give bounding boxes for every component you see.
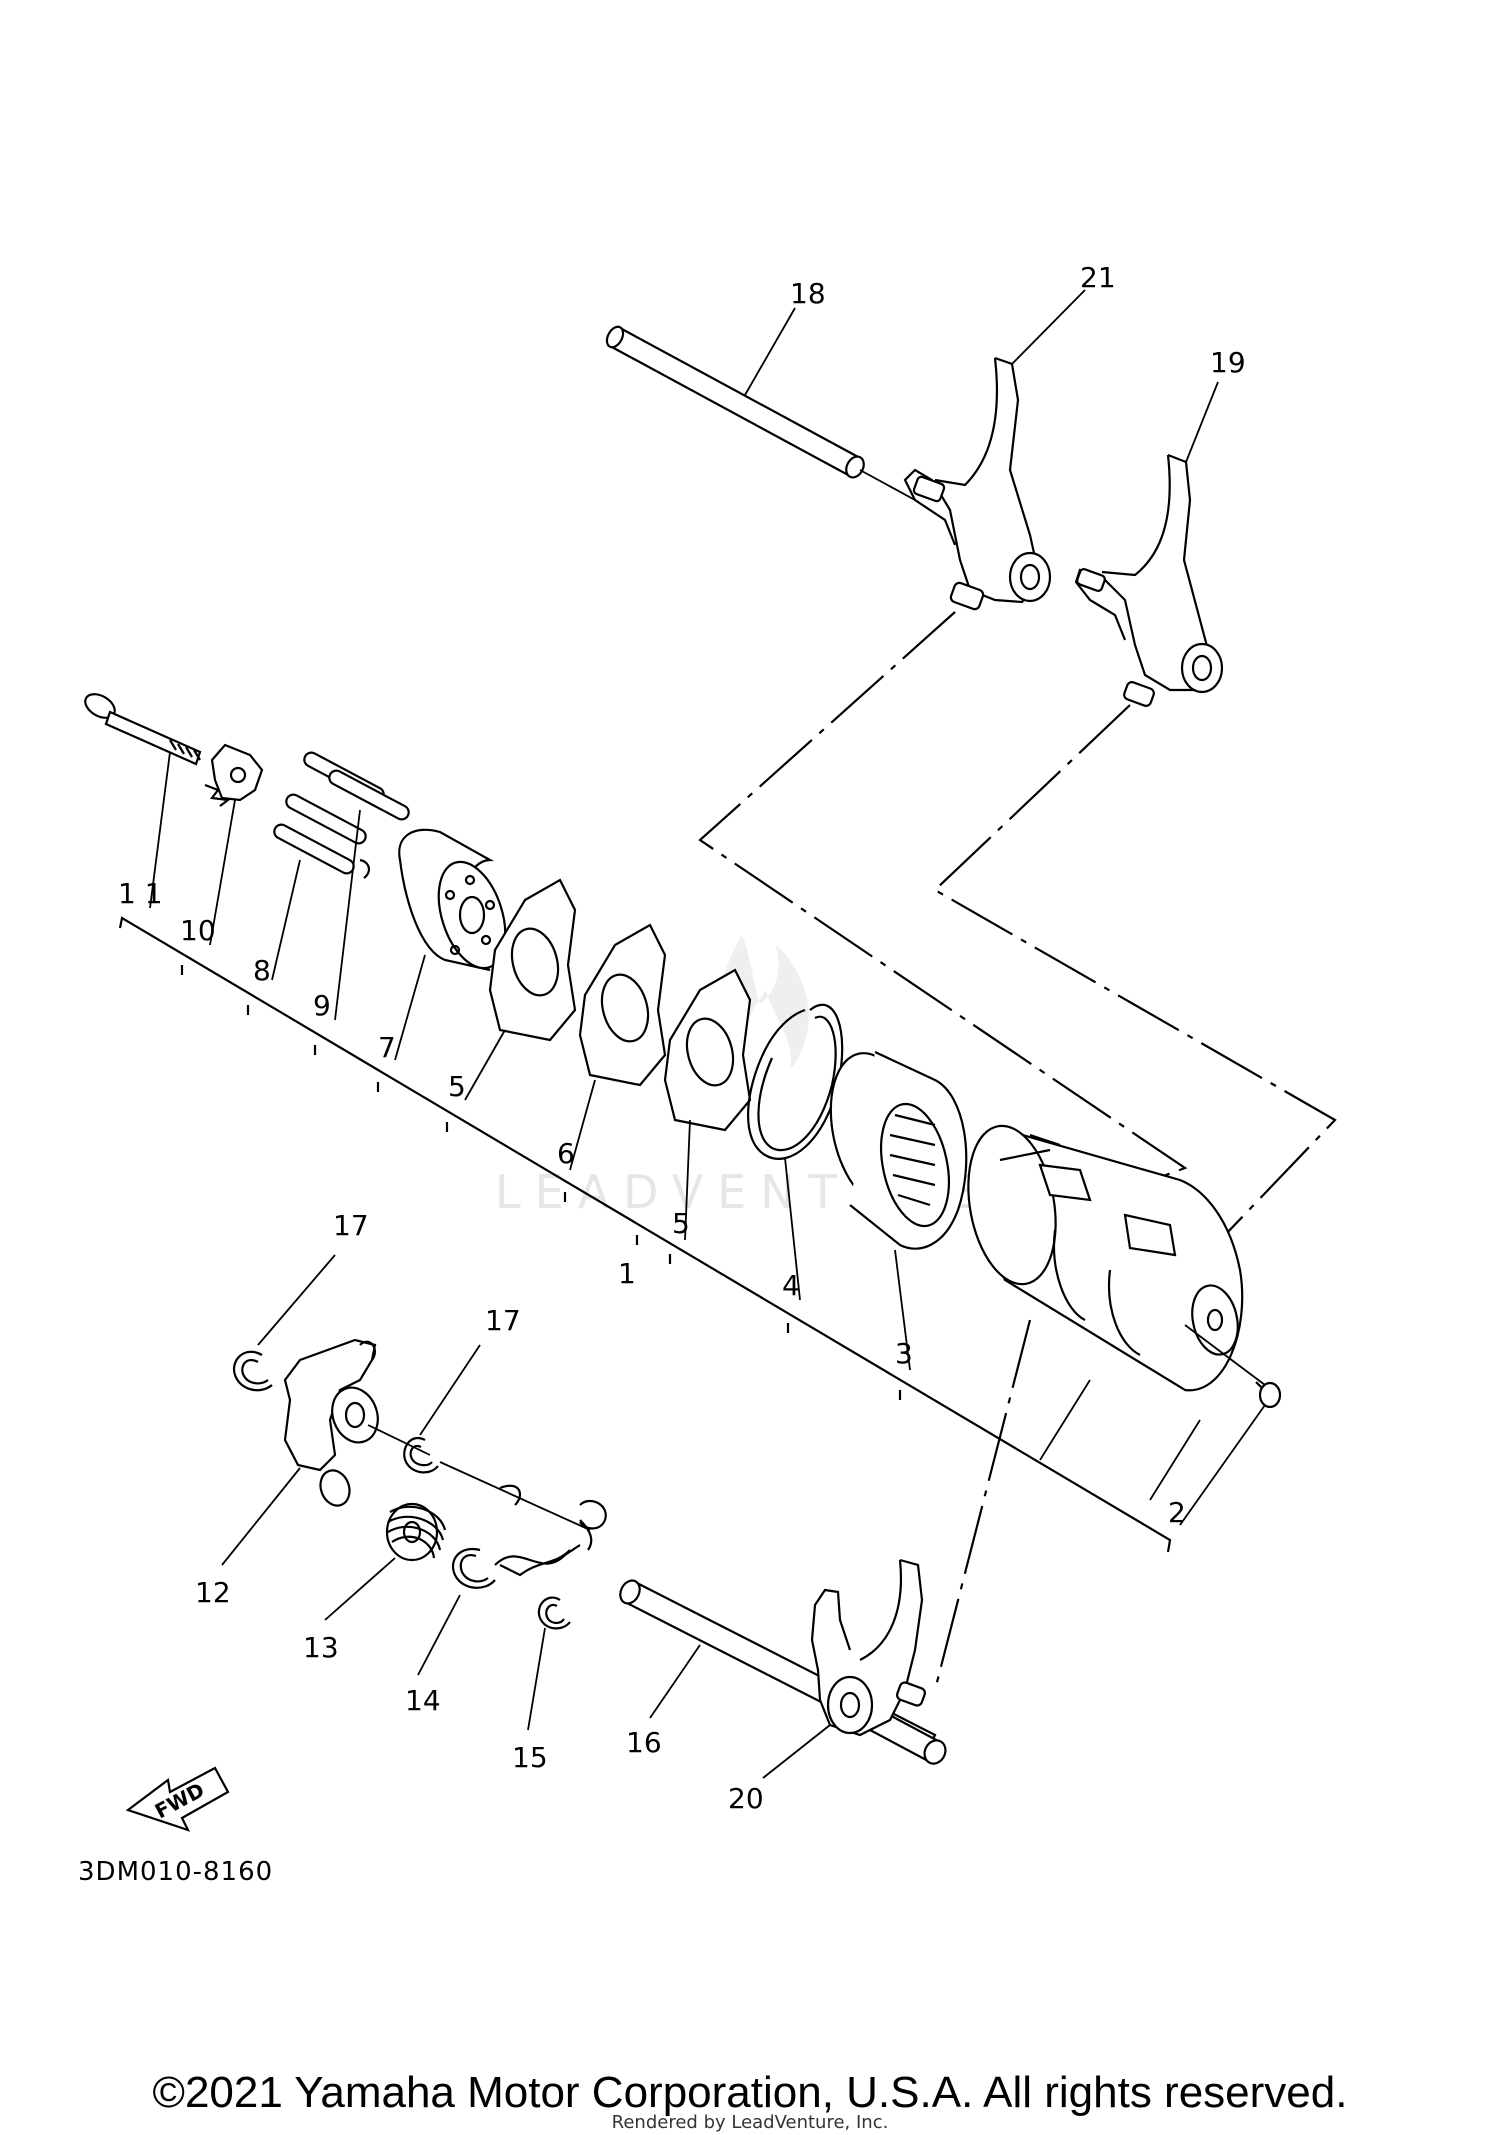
callout-5a: 5	[448, 1070, 466, 1103]
circlip-17b	[403, 1437, 591, 1531]
return-spring-14	[452, 1484, 593, 1589]
callout-labels: 18 21 19 1 1 10 8 9 7 5 6 5 1 4 3 2 17 1…	[118, 261, 1246, 1815]
circlip-17a	[232, 1350, 273, 1392]
callout-11: 1 1	[118, 877, 163, 910]
drum-cam-7	[398, 828, 507, 972]
callout-19: 19	[1210, 346, 1246, 379]
callout-10: 10	[180, 914, 216, 947]
assembly-bracket	[118, 916, 1172, 1553]
callout-5b: 5	[672, 1207, 690, 1240]
callout-3: 3	[895, 1337, 913, 1370]
callout-14: 14	[405, 1684, 441, 1717]
shift-fork-guide-bar	[605, 325, 916, 501]
fwd-arrow-icon: FWD	[125, 1766, 230, 1832]
rendered-by-notice: Rendered by LeadVenture, Inc.	[611, 2112, 889, 2133]
callout-9: 9	[313, 989, 331, 1022]
callout-2: 2	[1168, 1496, 1186, 1529]
copyright-notice: ©2021 Yamaha Motor Corporation, U.S.A. A…	[152, 2068, 1348, 2117]
callout-6: 6	[557, 1137, 575, 1170]
leader-lines	[149, 289, 1266, 1779]
diagram-code: 3DM010-8160	[78, 1857, 273, 1887]
callout-8: 8	[253, 954, 271, 987]
circlip-4	[747, 1003, 844, 1160]
callout-13: 13	[303, 1631, 339, 1664]
callout-16: 16	[626, 1726, 662, 1759]
bearing-3	[829, 1051, 968, 1250]
callout-4: 4	[782, 1269, 800, 1302]
callout-20: 20	[728, 1782, 764, 1815]
callout-7: 7	[378, 1031, 396, 1064]
bolt-11	[84, 693, 202, 766]
callout-12: 12	[195, 1576, 231, 1609]
callout-17b: 17	[485, 1304, 521, 1337]
plate-6	[578, 923, 667, 1087]
spring-13	[385, 1502, 447, 1562]
segment-10	[204, 743, 264, 807]
circlip-15	[537, 1596, 571, 1630]
shift-lever-12	[283, 1338, 431, 1507]
plate-5b	[663, 968, 752, 1132]
callout-17a: 17	[333, 1209, 369, 1242]
callout-21: 21	[1080, 261, 1116, 294]
shift-fork-19	[1074, 453, 1224, 707]
callout-1: 1	[618, 1257, 636, 1290]
shift-fork-20	[810, 1558, 926, 1737]
callout-15: 15	[512, 1741, 548, 1774]
pin-2	[1255, 1381, 1282, 1409]
clip-small	[579, 1499, 607, 1530]
plate-5a	[488, 878, 577, 1042]
pins-8-9	[273, 751, 410, 879]
callout-18: 18	[790, 277, 826, 310]
shift-drum-1	[967, 1124, 1266, 1392]
shift-fork-21	[903, 356, 1052, 611]
